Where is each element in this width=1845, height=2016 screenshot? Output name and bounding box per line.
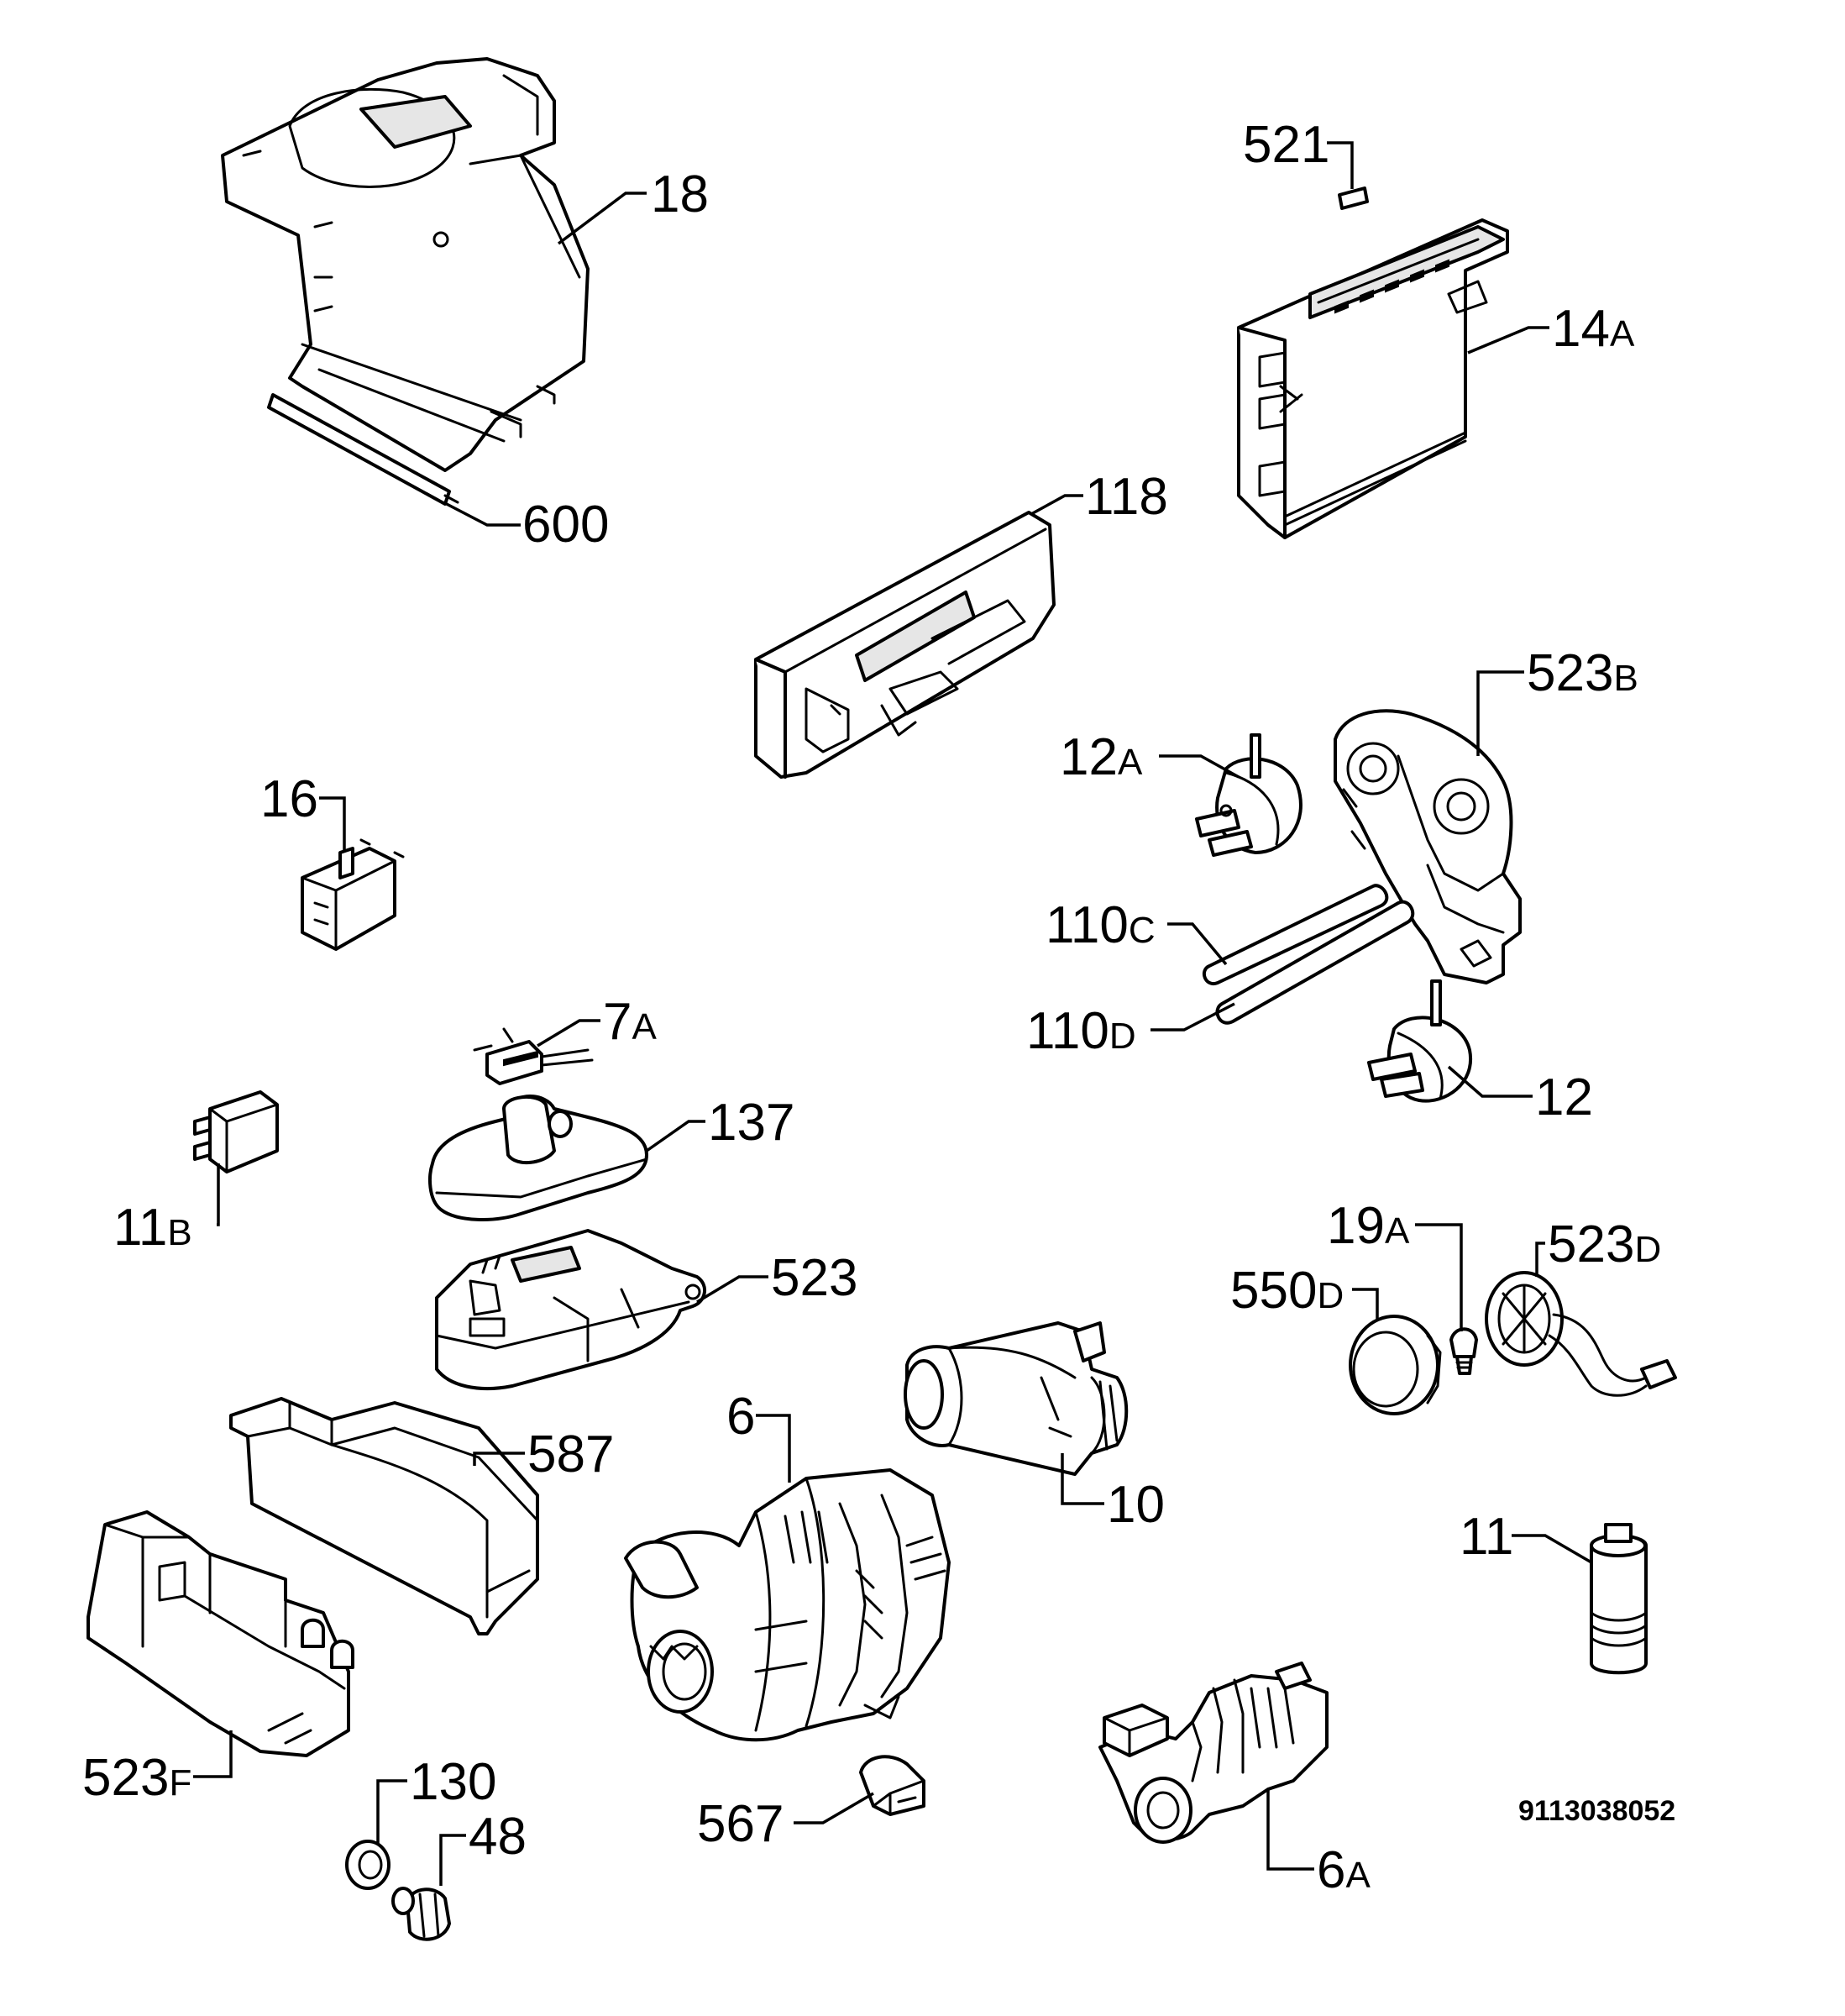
- part-6a-drain-pump: [1098, 1662, 1329, 1844]
- label-130: 130: [410, 1753, 496, 1811]
- label-18: 18: [651, 165, 709, 223]
- leader-lines: [193, 141, 1592, 1886]
- part-567-clip: [859, 1755, 925, 1816]
- part-labels: 18 600 521 14A 118 523B 12A 16 110C 110D…: [82, 116, 1675, 1899]
- label-12a: 12A: [1060, 728, 1143, 786]
- label-600: 600: [522, 496, 609, 554]
- part-523d-lamp-holder: [1485, 1271, 1677, 1397]
- leader-130: [376, 1779, 407, 1844]
- leader-18: [557, 192, 647, 245]
- leader-14a: [1467, 326, 1549, 354]
- diagram-code: 9113038052: [1518, 1795, 1675, 1827]
- label-523b: 523B: [1527, 644, 1638, 702]
- leader-587: [473, 1452, 525, 1466]
- leader-11b: [217, 1163, 220, 1226]
- leader-10: [1061, 1453, 1104, 1505]
- part-118-panel: [754, 511, 1056, 779]
- label-14a: 14A: [1552, 300, 1635, 358]
- part-18-duct-cover: [221, 57, 590, 472]
- label-523d: 523D: [1548, 1215, 1661, 1273]
- label-16: 16: [260, 770, 318, 828]
- leader-110c: [1167, 922, 1228, 966]
- leader-19a: [1415, 1223, 1463, 1331]
- part-10-heater: [904, 1321, 1129, 1476]
- part-12-pressure-switch: [1367, 979, 1473, 1103]
- leader-523d: [1535, 1242, 1545, 1277]
- leader-12a: [1159, 754, 1240, 779]
- label-12: 12: [1535, 1068, 1593, 1126]
- part-523-tray: [435, 1229, 706, 1391]
- leader-137: [645, 1120, 705, 1152]
- label-110c: 110C: [1046, 896, 1156, 954]
- label-6: 6: [726, 1388, 755, 1446]
- part-14a-control-module: [1237, 218, 1509, 539]
- label-6a: 6A: [1317, 1841, 1371, 1899]
- part-19a-bulb: [1449, 1327, 1478, 1375]
- label-7a: 7A: [603, 993, 657, 1051]
- leader-523f: [193, 1730, 233, 1778]
- leader-118: [1030, 494, 1083, 516]
- part-11b-relay: [193, 1090, 279, 1173]
- leader-600: [443, 501, 521, 527]
- label-118: 118: [1085, 468, 1168, 526]
- part-130-ring-seal: [345, 1840, 390, 1890]
- part-137-cover-plate: [428, 1095, 648, 1221]
- leader-12: [1447, 1065, 1533, 1098]
- label-110d: 110D: [1026, 1002, 1136, 1060]
- part-587-long-cover: [229, 1397, 539, 1635]
- leader-110d: [1151, 1002, 1235, 1032]
- label-523f: 523F: [82, 1749, 191, 1807]
- part-550d-lens: [1349, 1315, 1442, 1415]
- leader-6: [756, 1414, 791, 1483]
- leader-16: [319, 796, 346, 850]
- label-550d: 550D: [1230, 1262, 1344, 1320]
- part-110c-hose: [1202, 884, 1389, 986]
- part-523b-bracket: [1334, 709, 1522, 984]
- part-521-small-block: [1338, 186, 1369, 210]
- part-12a-pressure-switch: [1195, 733, 1303, 857]
- part-7a-clip: [473, 1027, 594, 1085]
- leader-7a: [537, 1019, 600, 1047]
- leader-523b: [1476, 670, 1524, 756]
- part-523f-holder: [86, 1510, 354, 1757]
- label-567: 567: [697, 1795, 784, 1853]
- leader-48: [439, 1834, 466, 1886]
- leader-6a: [1266, 1789, 1314, 1871]
- label-11b: 11B: [113, 1199, 192, 1257]
- part-16-small-switch: [301, 838, 405, 951]
- label-19a: 19A: [1327, 1197, 1410, 1255]
- label-521: 521: [1243, 116, 1329, 174]
- label-137: 137: [708, 1094, 794, 1152]
- label-523: 523: [771, 1249, 857, 1307]
- part-6-pump-motor: [624, 1468, 951, 1742]
- part-11-capacitor: [1590, 1523, 1648, 1675]
- label-587: 587: [527, 1425, 614, 1483]
- label-10: 10: [1107, 1476, 1165, 1534]
- label-11: 11: [1460, 1508, 1513, 1566]
- leader-523: [696, 1275, 768, 1304]
- part-48-knob: [391, 1887, 451, 1941]
- leader-521: [1327, 141, 1354, 189]
- leader-550d: [1352, 1288, 1379, 1319]
- leader-567: [794, 1792, 874, 1824]
- label-48: 48: [469, 1808, 527, 1866]
- leader-11: [1512, 1534, 1592, 1564]
